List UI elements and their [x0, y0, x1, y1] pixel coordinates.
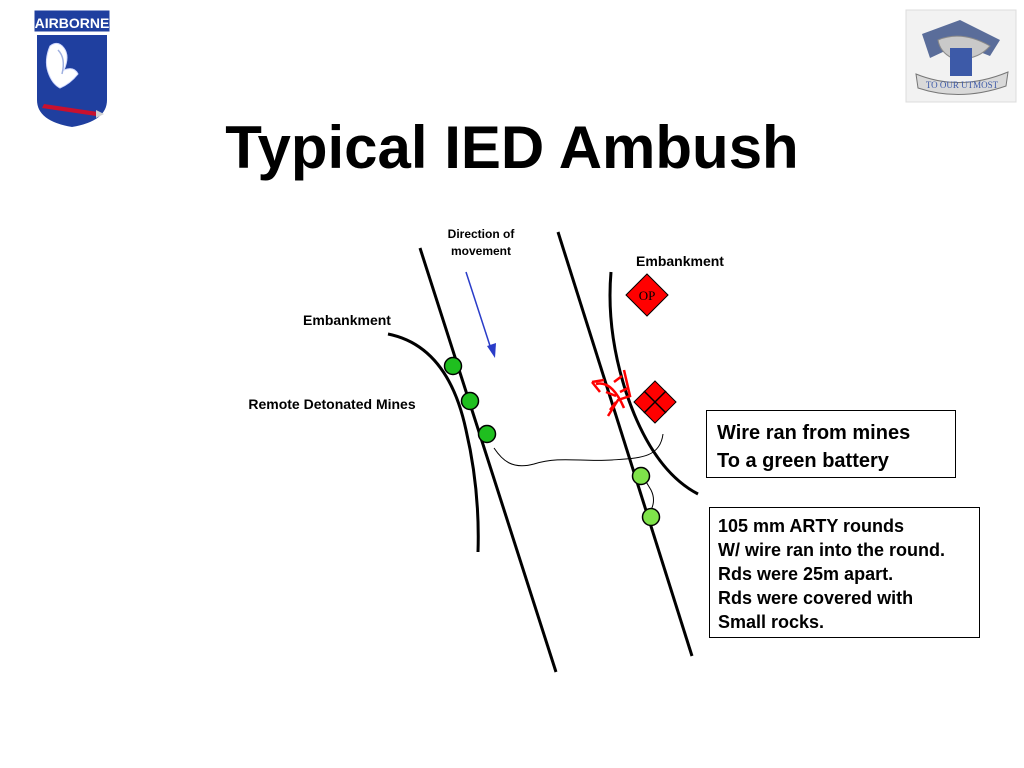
round-connector-wire	[644, 479, 654, 511]
arty-note-line: 105 mm ARTY rounds	[718, 516, 905, 536]
arty-round-marker	[631, 466, 651, 486]
arty-note-box: 105 mm ARTY rounds W/ wire ran into the …	[709, 507, 980, 638]
road-left-line	[418, 247, 558, 673]
embankment-right-curve	[608, 271, 699, 496]
command-wire	[493, 433, 664, 467]
direction-label-line1: Direction of	[448, 227, 516, 241]
wire-note-line: Wire ran from mines	[717, 422, 911, 444]
field-of-fire-icon	[591, 369, 632, 417]
arty-note-line: Rds were covered with	[718, 588, 914, 608]
direction-label-line2: movement	[451, 244, 511, 258]
arty-note-line: Rds were 25m apart.	[718, 564, 894, 584]
op-label: OP	[639, 288, 656, 303]
remote-mines-label: Remote Detonated Mines	[248, 396, 415, 412]
arty-note-line: W/ wire ran into the round.	[718, 540, 945, 560]
wire-note-box: Wire ran from mines To a green battery	[706, 410, 956, 478]
wire-note-line: To a green battery	[717, 450, 889, 472]
op-diamond-marker: OP	[625, 273, 669, 317]
road-right-line	[556, 231, 694, 657]
regiment-crest-logo: TO OUR UTMOST	[905, 9, 1017, 103]
crest-motto-text: TO OUR UTMOST	[926, 80, 999, 90]
mine-marker	[443, 356, 463, 376]
airborne-patch-logo: AIRBORNE	[33, 9, 111, 130]
embankment-left-label: Embankment	[303, 312, 391, 328]
mine-marker	[477, 424, 497, 444]
direction-arrow	[465, 271, 496, 358]
airborne-tab-text: AIRBORNE	[35, 15, 110, 31]
page-title: Typical IED Ambush	[225, 114, 799, 181]
embankment-right-label: Embankment	[636, 253, 724, 269]
mine-marker	[460, 391, 480, 411]
arty-round-marker	[641, 507, 661, 527]
embankment-left-curve	[387, 332, 480, 553]
enemy-position-marker	[633, 380, 677, 424]
arty-note-line: Small rocks.	[718, 612, 825, 632]
